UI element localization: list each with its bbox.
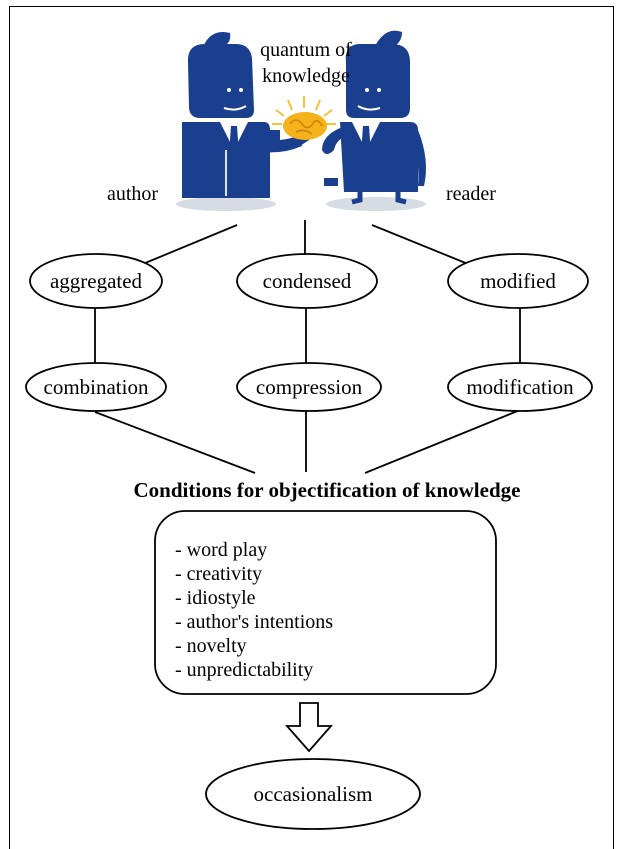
modification-node: [447, 362, 593, 412]
reader-figure: [322, 30, 426, 205]
condensed-node: [236, 253, 378, 309]
reader-shadow: [326, 197, 426, 211]
aggregated-node: [29, 253, 163, 309]
condition-authors-intentions: - author's intentions: [175, 611, 333, 633]
combination-node: [25, 362, 167, 412]
compression-label: compression: [256, 375, 363, 399]
modified-node: [447, 253, 589, 309]
connector-lines: [94, 220, 521, 474]
author-shadow: [176, 197, 276, 211]
compression-node: [236, 362, 382, 412]
brain-icon: [272, 96, 336, 140]
combination-label: combination: [44, 375, 149, 399]
condition-word-play: - word play: [175, 539, 267, 561]
author-face: [220, 88, 248, 162]
condition-idiostyle: - idiostyle: [175, 587, 256, 609]
illustration: [176, 30, 426, 211]
conditions-heading: Conditions for objectification of knowle…: [134, 478, 521, 502]
occasionalism-node: [205, 758, 421, 830]
reader-face: [352, 88, 381, 162]
condition-creativity: - creativity: [175, 563, 262, 585]
quantum-label-line2: knowledge: [262, 65, 350, 87]
reader-label: reader: [446, 183, 496, 205]
modification-label: modification: [466, 375, 574, 399]
author-label: author: [107, 183, 158, 205]
occasionalism-label: occasionalism: [254, 782, 373, 806]
conditions-box: [154, 510, 497, 695]
diagram-frame: [9, 6, 614, 849]
down-arrow-icon: [285, 702, 333, 753]
modified-label: modified: [480, 269, 556, 293]
aggregated-label: aggregated: [50, 269, 143, 293]
quantum-label-line1: quantum of: [260, 39, 352, 61]
condensed-label: condensed: [263, 269, 352, 293]
author-figure: [182, 31, 302, 198]
condition-unpredictability: - unpredictability: [175, 659, 313, 681]
condition-novelty: - novelty: [175, 635, 247, 657]
